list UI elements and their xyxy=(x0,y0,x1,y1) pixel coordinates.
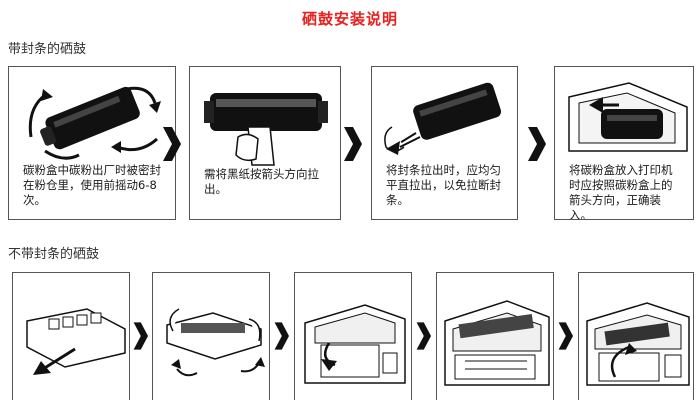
step-caption: 将碳粉盒放入打印机时应按照碳粉盒上的箭头方向，正确装入。 xyxy=(569,163,683,220)
step-caption: 碳粉盒中碳粉出厂时被密封在粉仓里，使用前摇动6-8次。 xyxy=(23,163,165,208)
step-panel-close-printer xyxy=(578,272,694,400)
step-panel-shake-drum xyxy=(152,272,270,400)
open-printer-cover-illustration xyxy=(295,273,412,400)
step-arrow-icon xyxy=(414,320,436,360)
section-label-with-seal: 带封条的硒鼓 xyxy=(8,38,86,57)
section-label-without-seal: 不带封条的硒鼓 xyxy=(8,243,99,262)
step-panel-pull-paper: 需将黑纸按箭头方向拉出。 xyxy=(189,66,341,220)
step-arrow-icon xyxy=(160,124,182,164)
step-arrow-icon xyxy=(272,320,294,360)
shake-cartridge-illustration xyxy=(9,67,176,167)
insert-drum-illustration xyxy=(437,273,554,400)
step-panel-open-printer xyxy=(294,272,412,400)
step-caption: 将封条拉出时，应均匀平直拉出，以免拉断封条。 xyxy=(386,163,507,208)
step-arrow-icon xyxy=(131,320,153,360)
step-arrow-icon xyxy=(525,124,547,164)
step-panel-shake: 碳粉盒中碳粉出厂时被密封在粉仓里，使用前摇动6-8次。 xyxy=(8,66,176,220)
step-panel-unpack xyxy=(12,272,130,400)
pull-black-paper-illustration xyxy=(190,67,341,167)
step-panel-insert: 将碳粉盒放入打印机时应按照碳粉盒上的箭头方向，正确装入。 xyxy=(554,66,694,220)
page-title: 硒鼓安装说明 xyxy=(0,8,700,29)
shake-drum-illustration xyxy=(153,273,270,400)
step-arrow-icon xyxy=(341,124,363,164)
unpack-cartridge-illustration xyxy=(13,273,130,400)
step-panel-pull-seal: 将封条拉出时，应均匀平直拉出，以免拉断封条。 xyxy=(371,66,518,220)
insert-cartridge-illustration xyxy=(555,67,694,167)
pull-seal-strip-illustration xyxy=(372,67,518,167)
step-panel-insert-drum xyxy=(436,272,554,400)
close-printer-cover-illustration xyxy=(579,273,694,400)
step-caption: 需将黑纸按箭头方向拉出。 xyxy=(204,167,330,197)
step-arrow-icon xyxy=(556,320,578,360)
